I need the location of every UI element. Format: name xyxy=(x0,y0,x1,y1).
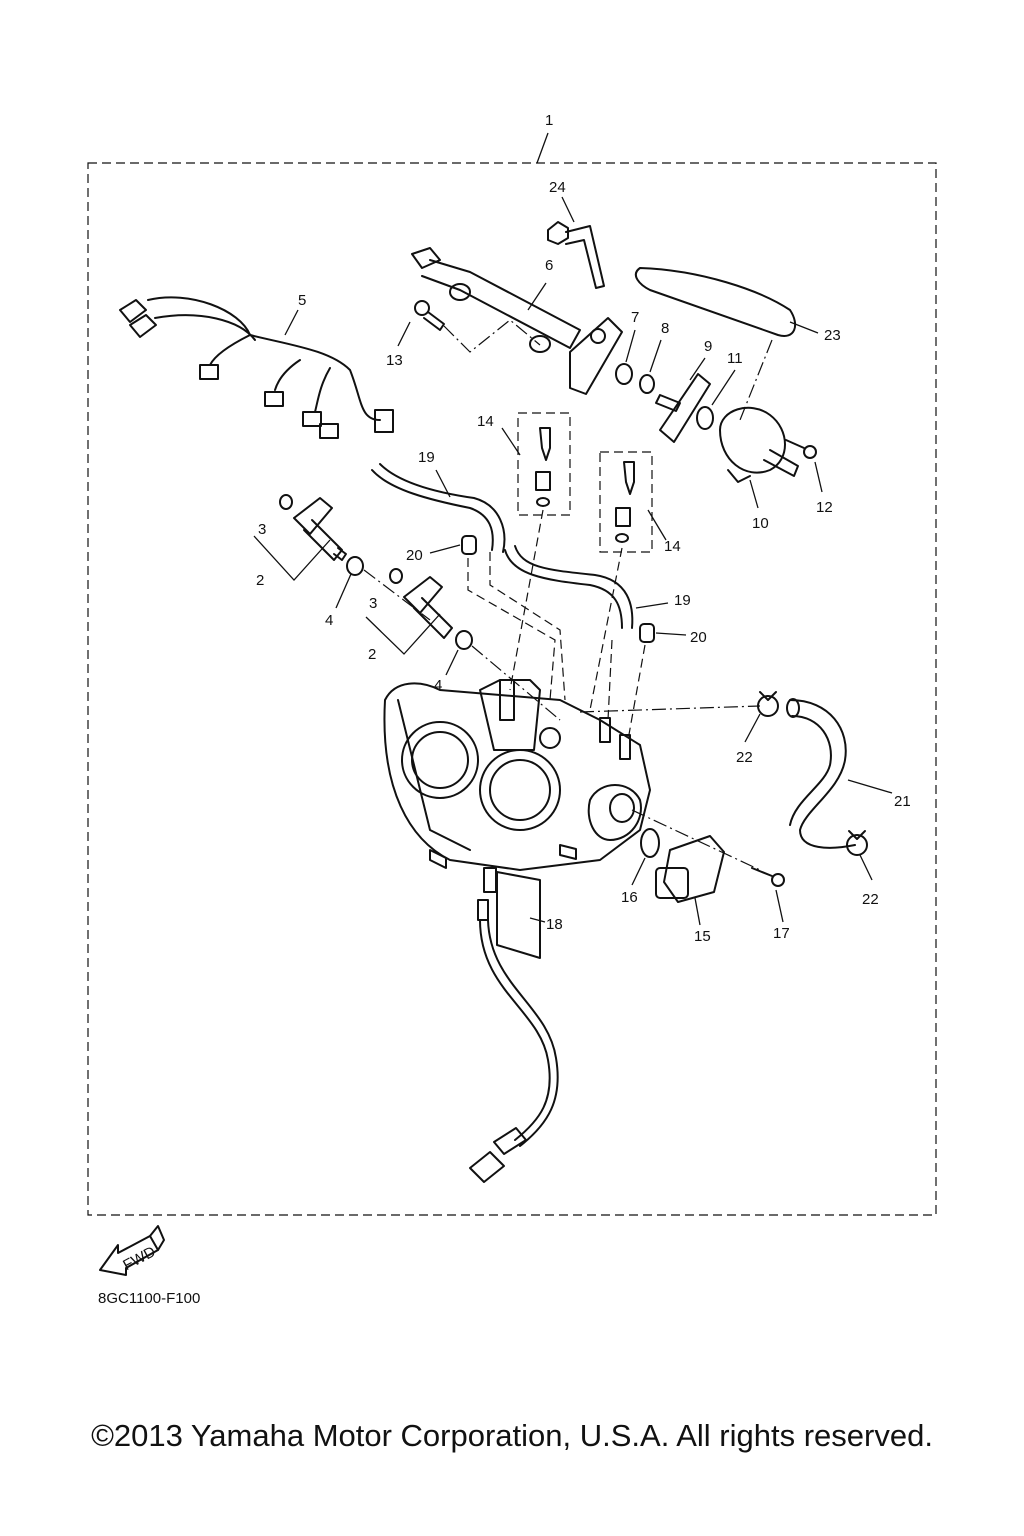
callout-2a: 2 xyxy=(256,572,264,589)
part-22-clamp-lower xyxy=(846,830,868,856)
callout-19a: 19 xyxy=(418,449,435,466)
part-14-sensor-set-left xyxy=(517,412,571,516)
part-19-hose-upper xyxy=(371,463,506,553)
callout-3b: 3 xyxy=(369,595,377,612)
part-17-screw xyxy=(751,867,785,887)
part-12-screw xyxy=(785,439,817,459)
part-5-wire-harness xyxy=(119,296,394,439)
callout-11: 11 xyxy=(727,350,743,367)
throttle-body xyxy=(383,679,651,871)
part-16-o-ring xyxy=(640,828,660,858)
callout-13: 13 xyxy=(386,352,403,369)
callout-14a: 14 xyxy=(477,413,494,430)
callout-3a: 3 xyxy=(258,521,266,538)
part-2-injector-lower xyxy=(403,576,453,639)
diagram-reference-code: 8GC1100-F100 xyxy=(98,1290,201,1307)
callout-6: 6 xyxy=(545,257,553,274)
assembly-boundary-dashed xyxy=(87,162,937,1216)
part-3-o-ring-upper xyxy=(279,494,293,510)
part-2-injector-upper xyxy=(293,497,347,561)
callout-2b: 2 xyxy=(368,646,376,663)
callout-5: 5 xyxy=(298,292,306,309)
callout-18: 18 xyxy=(546,916,563,933)
fwd-arrow-icon: FWD xyxy=(99,1225,165,1276)
callout-22a: 22 xyxy=(736,749,753,766)
callout-20b: 20 xyxy=(690,629,707,646)
copyright-notice: ©2013 Yamaha Motor Corporation, U.S.A. A… xyxy=(91,1418,933,1453)
part-20-cap-left xyxy=(461,535,477,555)
part-8-o-ring xyxy=(639,374,655,394)
part-11-o-ring xyxy=(696,406,714,430)
part-6-fuel-rail xyxy=(411,247,623,395)
callout-12: 12 xyxy=(816,499,833,516)
callout-22b: 22 xyxy=(862,891,879,908)
part-15-sensor xyxy=(655,835,725,903)
part-20-cap-right xyxy=(639,623,655,643)
callout-21: 21 xyxy=(894,793,911,810)
part-4-grommet-upper xyxy=(346,556,364,576)
part-14-sensor-set-right xyxy=(599,451,653,553)
callout-20a: 20 xyxy=(406,547,423,564)
part-10-pressure-regulator xyxy=(719,406,799,483)
part-18-sensor-cable xyxy=(469,867,559,1183)
part-9-adapter xyxy=(655,373,711,443)
callout-23: 23 xyxy=(824,327,841,344)
part-7-collar xyxy=(615,363,633,385)
callout-4b: 4 xyxy=(434,677,442,694)
callout-4a: 4 xyxy=(325,612,333,629)
part-22-clamp-upper xyxy=(757,691,779,717)
callout-17: 17 xyxy=(773,925,790,942)
part-3-o-ring-lower xyxy=(389,568,403,584)
callout-10: 10 xyxy=(752,515,769,532)
part-24-clip xyxy=(547,221,605,289)
callout-8: 8 xyxy=(661,320,669,337)
part-4-grommet-lower xyxy=(455,630,473,650)
part-13-screw xyxy=(414,300,541,353)
callout-24: 24 xyxy=(549,179,566,196)
callout-14b: 14 xyxy=(664,538,681,555)
part-21-hose xyxy=(786,698,856,849)
callout-9: 9 xyxy=(704,338,712,355)
callout-7: 7 xyxy=(631,309,639,326)
callout-16: 16 xyxy=(621,889,638,906)
part-19-hose-lower xyxy=(504,545,634,629)
callout-1: 1 xyxy=(545,112,553,129)
callout-19b: 19 xyxy=(674,592,691,609)
part-23-hose xyxy=(634,267,797,337)
callout-15: 15 xyxy=(694,928,711,945)
